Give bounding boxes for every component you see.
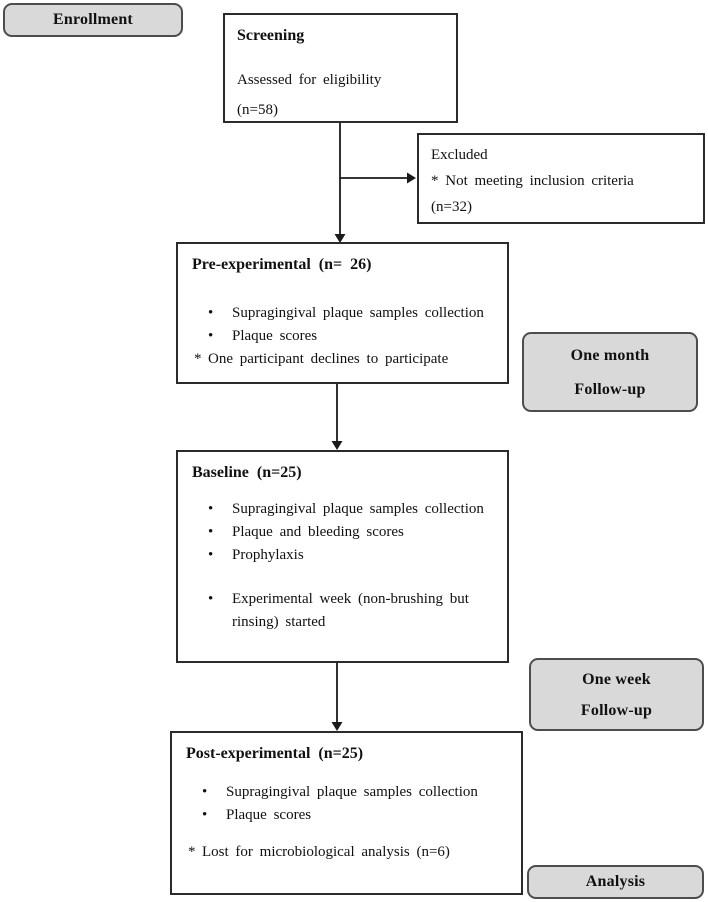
pre-experimental-box: Pre-experimental (n= 26) • Supragingival… [176,242,509,384]
excluded-line-n: (n=32) [431,199,472,215]
arrowhead-screening-to-preexperimental [334,234,346,243]
bullet-icon: • [208,305,214,321]
screening-title: Screening [237,27,305,44]
post-experimental-title: Post-experimental (n=25) [186,745,364,762]
asterisk-icon: * [194,351,202,367]
stage-pill-analysis: Analysis [527,865,704,899]
bullet-icon: • [208,328,214,344]
stage-label-followup: Follow-up [574,381,646,398]
bullet-icon: • [208,591,214,607]
baseline-item: • Prophylaxis [192,544,499,567]
baseline-title: Baseline (n=25) [192,464,302,481]
arrowhead-baseline-to-postexperimental [331,722,343,731]
post-experimental-box: Post-experimental (n=25) • Supragingival… [170,731,523,895]
screening-box: Screening Assessed for eligibility (n=58… [223,13,458,123]
pre-experimental-item: • Supragingival plaque samples collectio… [192,302,499,325]
stage-label-one-week: One week [582,671,651,688]
arrowhead-preexperimental-to-baseline [331,441,343,450]
stage-label-one-month: One month [570,347,650,364]
bullet-icon: • [208,501,214,517]
bullet-icon: • [202,784,208,800]
baseline-box: Baseline (n=25) • Supragingival plaque s… [176,450,509,663]
stage-pill-enrollment: Enrollment [3,3,183,37]
stage-pill-one-month-followup: One month Follow-up [522,332,698,412]
post-experimental-note: * Lost for microbiological analysis (n=6… [186,841,513,864]
stage-label-enrollment: Enrollment [53,11,133,28]
post-experimental-item: • Supragingival plaque samples collectio… [186,781,513,804]
bullet-icon: • [208,547,214,563]
stage-label-analysis: Analysis [585,873,646,890]
stage-label-followup: Follow-up [580,702,653,719]
excluded-line-reason: * Not meeting inclusion criteria [431,173,634,189]
screening-line-assessed: Assessed for eligibility [237,72,382,88]
excluded-line-title: Excluded [431,147,488,163]
bullet-icon: • [208,524,214,540]
baseline-item: • Supragingival plaque samples collectio… [192,498,499,521]
stage-pill-one-week-followup: One week Follow-up [529,658,704,731]
pre-experimental-title: Pre-experimental (n= 26) [192,256,372,273]
pre-experimental-item: • Plaque scores [192,325,499,348]
baseline-item: • Experimental week (non-brushing but ri… [192,588,499,634]
pre-experimental-note: * One participant declines to participat… [192,348,499,371]
post-experimental-item: • Plaque scores [186,804,513,827]
bullet-icon: • [202,807,208,823]
arrowhead-branch-to-excluded [407,172,416,184]
baseline-item: • Plaque and bleeding scores [192,521,499,544]
asterisk-icon: * [188,844,196,860]
screening-line-n: (n=58) [237,102,278,118]
excluded-box: Excluded * Not meeting inclusion criteri… [417,133,705,224]
